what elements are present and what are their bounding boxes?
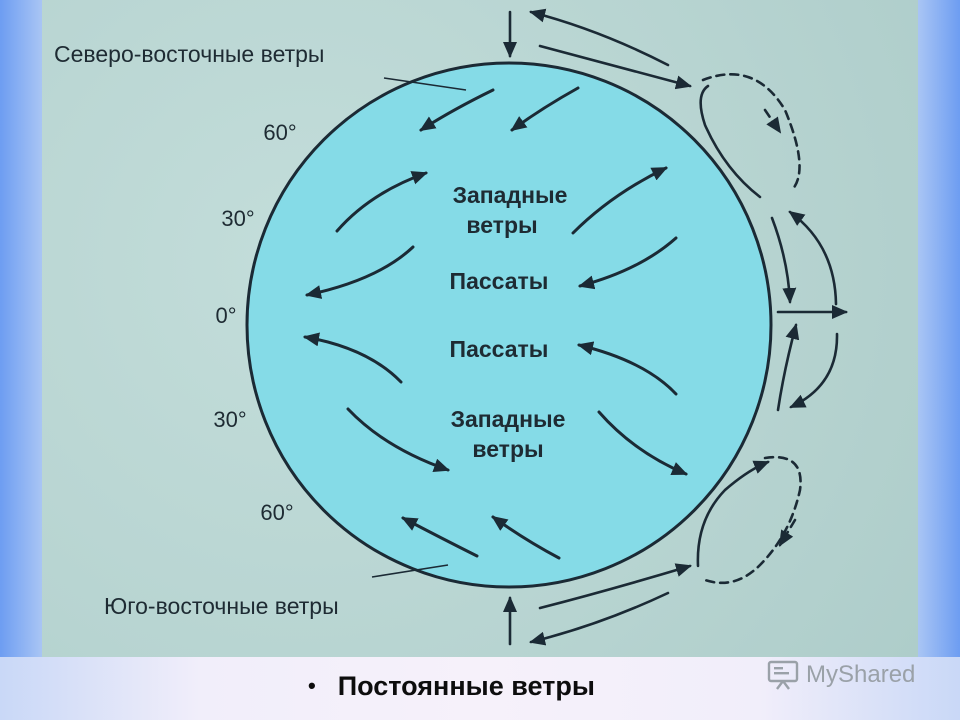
watermark: MyShared [766,655,915,695]
hadley-cell-south-up [778,325,796,410]
latitude-label-30-south: 30° [213,407,246,432]
caption-bullet: • [308,673,316,699]
latitude-label-60-north: 60° [263,120,296,145]
slide-caption: • Постоянные ветры [308,668,595,704]
northeast-winds-label: Северо-восточные ветры [54,41,324,67]
westerlies-south-label-line1: Западные [451,406,566,432]
latitude-label-equator: 0° [215,303,236,328]
ferrel-cell-south-dashed-arrow [780,520,795,545]
watermark-text: MyShared [806,661,915,689]
trades-south-label: Пассаты [450,336,549,362]
caption-text: Постоянные ветры [338,671,595,702]
westerlies-south-label-line2: ветры [472,436,543,462]
westerlies-north-label-line2: ветры [466,212,537,238]
ferrel-cell-north-dashed-arrow [765,110,780,132]
polar-cell-south-top-arrow [531,593,668,642]
wind-belts-diagram: Северо-восточные ветры Юго-восточные вет… [0,0,960,660]
polar-cell-top-arrow [531,12,668,65]
latitude-label-60-south: 60° [260,500,293,525]
southeast-winds-label: Юго-восточные ветры [104,593,339,619]
globe [247,63,771,587]
latitude-label-30-north: 30° [221,206,254,231]
hadley-cell-south-down [791,334,837,407]
hadley-cell-north-up [790,212,836,304]
hadley-cell-north-down [772,218,790,302]
trades-north-label: Пассаты [450,268,549,294]
westerlies-north-label-line1: Западные [453,182,568,208]
presentation-board-icon [766,658,800,692]
